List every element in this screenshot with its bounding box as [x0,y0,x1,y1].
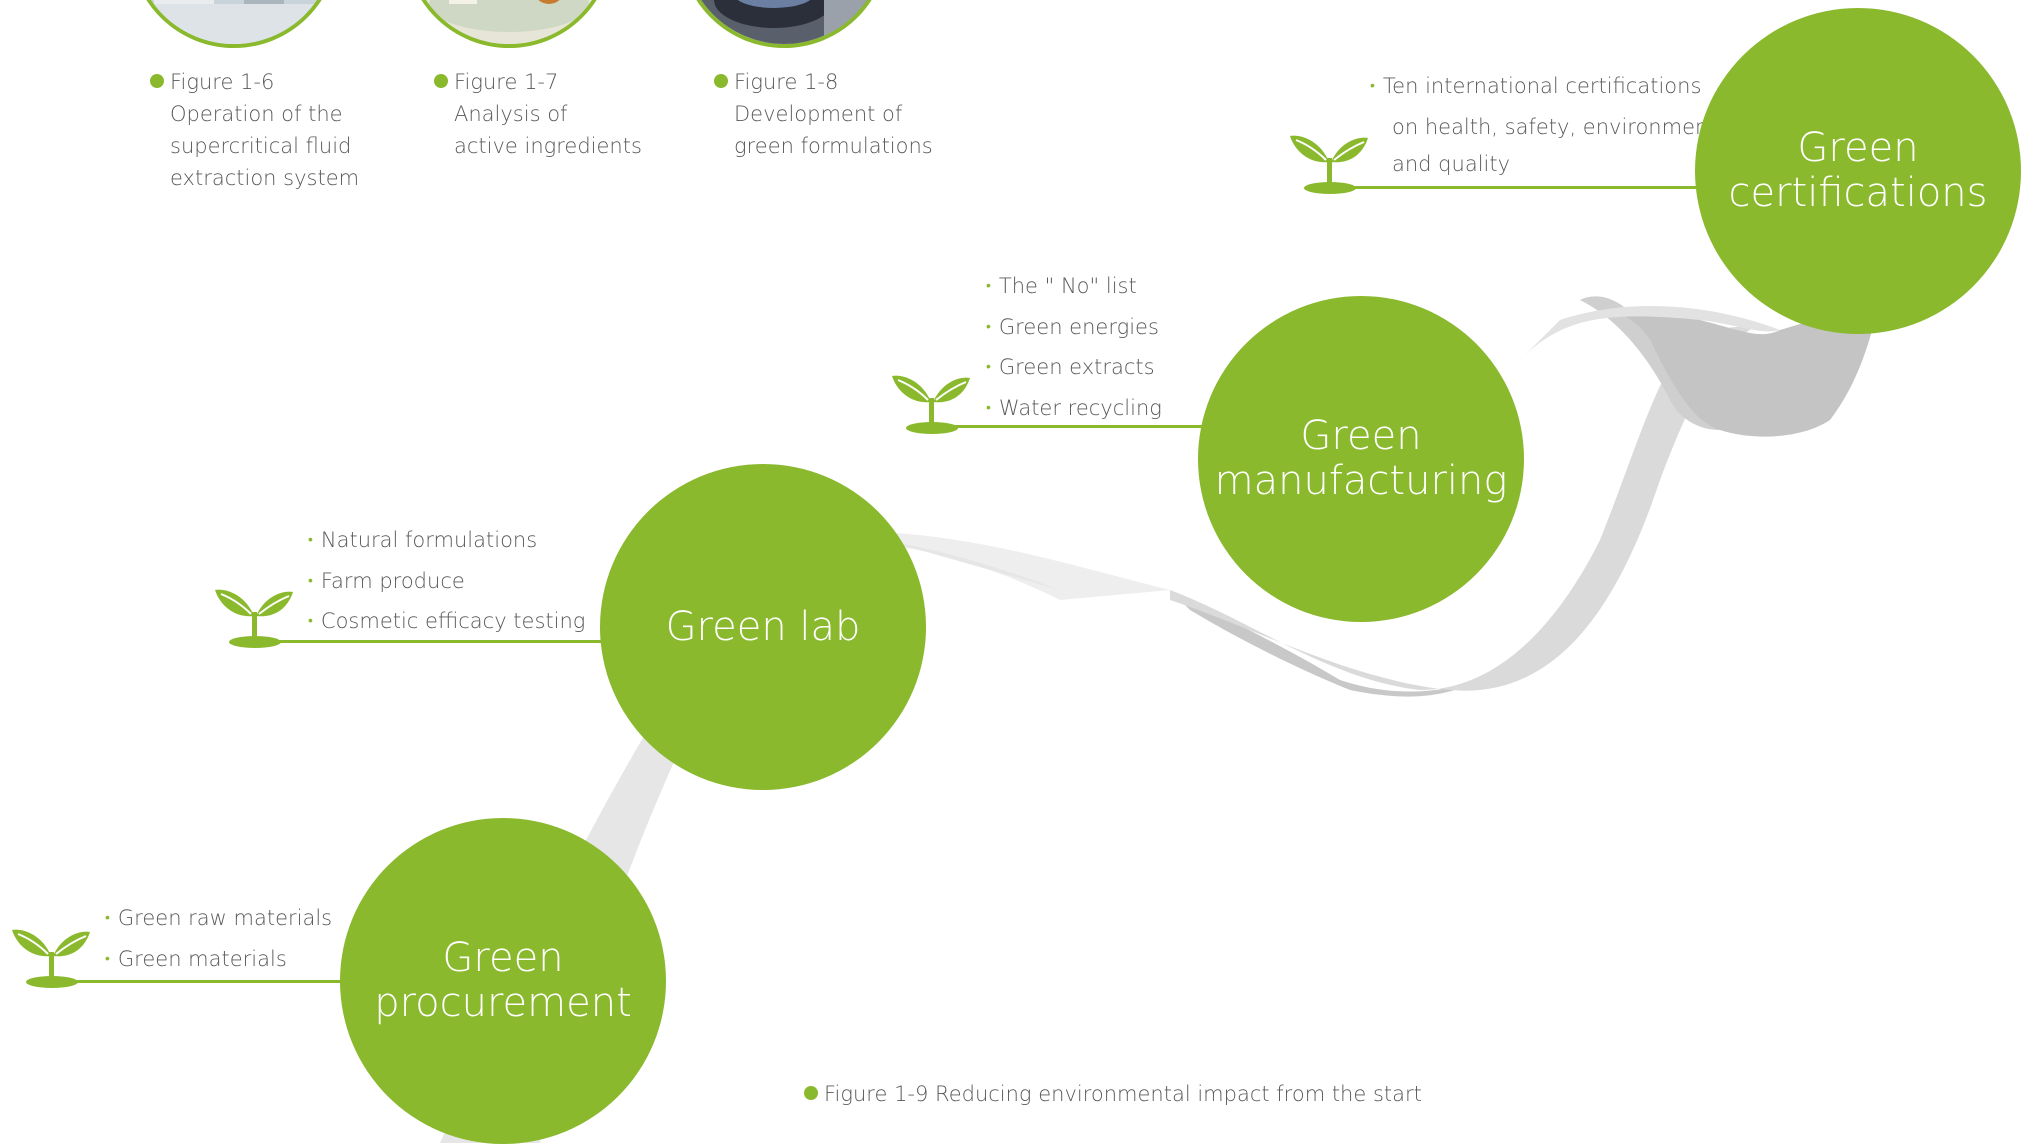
photo-caption-1-6: Figure 1-6 Operation of the supercritica… [150,66,359,194]
bullet-dot [150,74,164,88]
bullet-dot: • [1370,78,1375,94]
caption-line: Development of [734,102,903,126]
bullet-dot: • [986,359,991,375]
bullet-dot [804,1086,818,1100]
sprout-icon [1290,135,1368,194]
connector-line [935,425,1205,428]
step-title-line: Green [1300,413,1422,459]
step-title-line: manufacturing [1214,458,1508,504]
list-item: •Water recycling [986,395,1162,420]
sprout-icon [892,375,970,434]
list-item: •Green extracts [986,355,1155,379]
certifications-items: •Ten international certifications on hea… [1370,68,1717,184]
step-circle-green-procurement: Green procurement [340,818,666,1144]
bullet-dot [714,74,728,88]
bullet-dot: • [986,399,991,416]
caption-figure-label: Figure 1-8 [734,70,839,94]
bullet-dot: • [308,532,313,548]
list-item: •Green raw materials [105,906,333,930]
list-item: •Green energies [986,314,1159,339]
photo-caption-1-7: Figure 1-7 Analysis of active ingredient… [434,66,642,162]
step-circle-green-certifications: Green certifications [1695,8,2021,334]
caption-line: extraction system [170,166,360,190]
bullet-dot: • [308,572,313,589]
bullet-dot: • [986,278,991,294]
lab-items: •Natural formulations •Farm produce •Cos… [308,522,585,644]
connector-line [255,640,605,643]
connector-line [50,980,350,983]
bullet-dot [434,74,448,88]
bullet-dot: • [986,318,991,335]
caption-line: Operation of the [170,102,343,126]
bullet-dot: • [105,910,110,926]
caption-line: Analysis of [454,102,568,126]
connector-line [1330,186,1710,189]
photo-active-ingredient-analysis [405,0,613,48]
bullet-dot: • [105,950,110,967]
step-title-line: certifications [1728,170,1988,216]
step-title-line: procurement [374,980,632,1026]
figure-caption-1-9: Figure 1-9 Reducing environmental impact… [804,1082,1422,1106]
caption-line: green formulations [734,134,933,158]
caption-line: supercritical fluid [170,134,352,158]
list-item: •Green materials [105,946,287,971]
step-circle-green-manufacturing: Green manufacturing [1198,296,1524,622]
step-title-line: Green [442,935,564,981]
step-title-line: Green [1797,125,1919,171]
list-item: •Farm produce [308,568,465,593]
caption-figure-label: Figure 1-6 [170,70,275,94]
list-item: on health, safety, environment [1392,114,1717,139]
list-item: •Natural formulations [308,528,538,552]
photo-caption-1-8: Figure 1-8 Development of green formulat… [714,66,933,162]
list-item: •Cosmetic efficacy testing [308,609,586,633]
caption-line: active ingredients [454,134,642,158]
bullet-dot: • [308,613,313,629]
list-item: •Ten international certifications [1370,74,1702,98]
procurement-items: •Green raw materials •Green materials [105,900,332,981]
list-item: and quality [1392,152,1511,176]
step-title-line: Green lab [665,603,861,650]
step-circle-green-lab: Green lab [600,464,926,790]
manufacturing-items: •The " No" list •Green energies •Green e… [986,268,1162,430]
sprout-icon [215,589,293,648]
list-item: •The " No" list [986,274,1137,298]
sprout-icon [12,929,90,988]
caption-figure-label: Figure 1-7 [454,70,559,94]
